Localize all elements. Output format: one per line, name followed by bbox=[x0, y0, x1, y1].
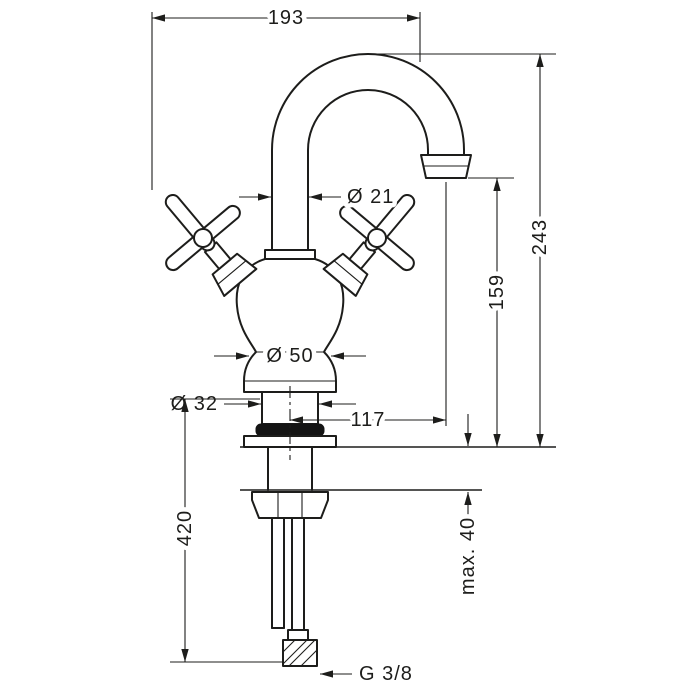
dimension-spout-outlet-height: 159 bbox=[468, 177, 514, 447]
connector-hatch-line bbox=[288, 639, 316, 667]
right-handle bbox=[322, 193, 416, 297]
dim-label-spout-reach: 117 bbox=[351, 409, 386, 431]
dim-label-overall-height: 243 bbox=[529, 219, 551, 255]
pipe-collar bbox=[264, 249, 316, 260]
dim-label-body-diameter: Ø 50 bbox=[266, 345, 313, 367]
dim-label-spout-pipe-diameter: Ø 21 bbox=[347, 186, 394, 208]
handle-bonnet-line bbox=[217, 260, 247, 285]
hose-connector-nut bbox=[282, 639, 318, 667]
left-handle bbox=[164, 193, 258, 297]
dim-label-max-mounting-thickness: max. 40 bbox=[457, 517, 479, 595]
faucet-body-group bbox=[164, 53, 556, 667]
dim-label-hose-length: 420 bbox=[174, 510, 196, 546]
dimension-max-mounting-thickness: max. 40 bbox=[453, 414, 484, 600]
dim-label-spout-outlet-height: 159 bbox=[486, 274, 508, 310]
dim-label-total-depth: 193 bbox=[268, 7, 304, 29]
dimension-spout-pipe-diameter: Ø 21 bbox=[239, 182, 398, 213]
connector-hatch-line bbox=[282, 639, 296, 653]
dimension-total-depth: 193 bbox=[151, 3, 421, 190]
dimension-supply-connection: G 3/8 bbox=[320, 659, 416, 690]
handle-hub bbox=[193, 228, 213, 248]
connector-hatch-line bbox=[300, 649, 318, 667]
dimension-hose-length: 420 bbox=[170, 398, 283, 663]
supply-hose-left bbox=[271, 517, 285, 629]
handle-bonnet-line bbox=[333, 260, 363, 285]
dim-label-shank-diameter: Ø 32 bbox=[171, 393, 218, 415]
handle-hub bbox=[367, 228, 387, 248]
hose-connector-collar bbox=[287, 629, 309, 641]
dimension-spout-reach: 117 bbox=[290, 182, 447, 436]
dimension-overall-height: 243 bbox=[374, 53, 556, 447]
supply-hose-right bbox=[282, 517, 318, 667]
mounting-nut bbox=[251, 491, 329, 519]
connector-hatch-line bbox=[282, 639, 308, 665]
spout-inner-outline bbox=[307, 89, 429, 251]
spout-outer-outline bbox=[271, 53, 465, 251]
dim-label-supply-connection: G 3/8 bbox=[359, 663, 413, 685]
dimension-body-diameter: Ø 50 bbox=[214, 341, 366, 372]
body-outline bbox=[235, 258, 345, 393]
